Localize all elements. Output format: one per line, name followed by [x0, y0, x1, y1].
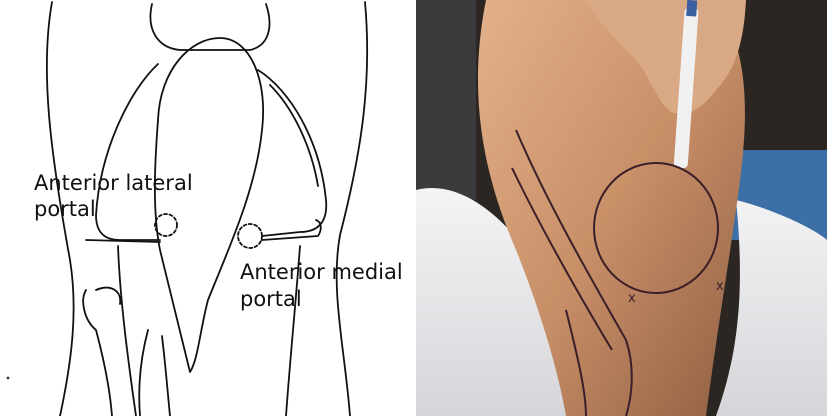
portal-mark-1: x	[628, 291, 636, 306]
lateral-portal-marker	[155, 214, 177, 236]
medial-inner-curve	[270, 85, 318, 186]
medial-portal-label-line1: Anterior medial	[240, 259, 403, 285]
portal-mark-2: x	[716, 279, 724, 294]
fibula	[83, 288, 120, 416]
leg-outline-right	[337, 2, 368, 416]
background-object	[416, 0, 476, 200]
stray-dot	[7, 377, 10, 380]
knee-photo-panel: x x	[416, 0, 827, 416]
knee-diagram-panel: Anterior lateral portal Anterior medial …	[0, 0, 410, 416]
patella	[155, 38, 263, 372]
marker-cap	[686, 0, 697, 17]
femur-top	[150, 4, 269, 50]
tibia-left	[118, 246, 136, 416]
medial-portal-label-line2: portal	[240, 286, 302, 312]
lateral-portal-label-line2: portal	[34, 196, 96, 222]
lateral-portal-label-line1: Anterior lateral	[34, 170, 193, 196]
tibia-inner	[162, 336, 170, 416]
knee-photo: x x	[416, 0, 827, 416]
fibula-inner	[139, 330, 148, 416]
lateral-condyle	[96, 64, 160, 240]
medial-condyle	[258, 70, 326, 236]
medial-portal-marker	[238, 224, 262, 248]
